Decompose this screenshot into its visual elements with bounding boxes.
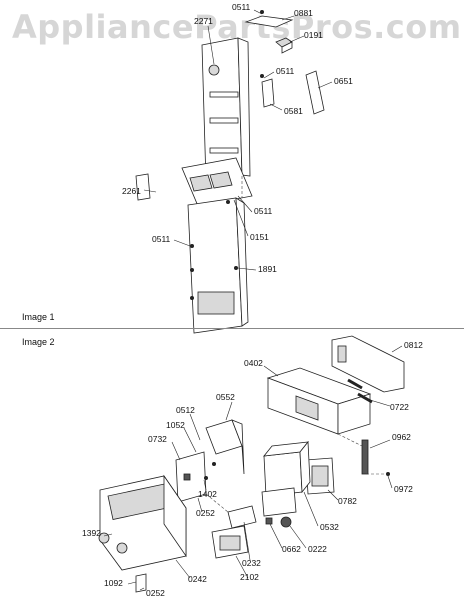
part-label: 0581 bbox=[284, 106, 303, 116]
part-label: 1092 bbox=[104, 578, 123, 588]
shelf-cell-2 bbox=[209, 171, 233, 189]
part-label: 0782 bbox=[338, 496, 357, 506]
housing-0402-side bbox=[337, 393, 371, 435]
screw bbox=[190, 244, 194, 248]
screw bbox=[190, 296, 194, 300]
knob-0252 bbox=[116, 542, 128, 554]
shelf-cell-1 bbox=[189, 174, 213, 192]
part-label: 0532 bbox=[320, 522, 339, 532]
part-label: 0552 bbox=[216, 392, 235, 402]
part-label: 1052 bbox=[166, 420, 185, 430]
screw bbox=[190, 268, 194, 272]
image1-assembly: 0511 0881 0191 2271 0511 0651 0581 2261 … bbox=[122, 2, 353, 334]
screw bbox=[204, 476, 208, 480]
frame-0552-side bbox=[231, 419, 245, 475]
part-label: 0402 bbox=[244, 358, 263, 368]
body-0532-side bbox=[299, 440, 311, 494]
screw bbox=[386, 472, 390, 476]
bracket-2261 bbox=[135, 173, 151, 201]
part-label: 0151 bbox=[250, 232, 269, 242]
part-label: 0511 bbox=[232, 2, 251, 12]
part-label: 1392 bbox=[82, 528, 101, 538]
part-label: 1891 bbox=[258, 264, 277, 274]
part-label: 2271 bbox=[194, 16, 213, 26]
image2-assembly: 0812 0402 0722 0552 0512 1052 0732 0962 … bbox=[82, 335, 423, 598]
part-label: 0232 bbox=[242, 558, 261, 568]
section-divider bbox=[0, 328, 464, 329]
image1-label: Image 1 bbox=[22, 312, 55, 322]
slot-3 bbox=[209, 147, 239, 154]
part-label: 0812 bbox=[404, 340, 423, 350]
part-label: 0222 bbox=[308, 544, 327, 554]
part-label: 1402 bbox=[198, 489, 217, 499]
screw bbox=[226, 200, 230, 204]
strip-0651 bbox=[305, 70, 325, 115]
part-label: 0191 bbox=[304, 30, 323, 40]
part-label: 0242 bbox=[188, 574, 207, 584]
screw bbox=[212, 462, 216, 466]
part-label: 0662 bbox=[282, 544, 301, 554]
part-label: 0511 bbox=[276, 66, 295, 76]
part-label: 0651 bbox=[334, 76, 353, 86]
part-label: 2102 bbox=[240, 572, 259, 582]
actuator-housing bbox=[261, 487, 297, 517]
vent-grille bbox=[197, 291, 235, 315]
panel-0782-inner bbox=[311, 465, 329, 487]
bracket-0581 bbox=[261, 78, 275, 108]
bracket-slot bbox=[337, 345, 347, 363]
part-label: 0511 bbox=[254, 206, 273, 216]
slot-1 bbox=[209, 91, 239, 98]
actuator-knob bbox=[280, 516, 292, 528]
part-label: 0252 bbox=[146, 588, 165, 598]
housing-window bbox=[295, 395, 319, 421]
small-block-side bbox=[281, 41, 293, 54]
pad-2102-inner bbox=[219, 535, 241, 551]
lever-0232 bbox=[227, 505, 257, 529]
part-label: 0511 bbox=[152, 234, 171, 244]
screw bbox=[234, 266, 238, 270]
bar-0962 bbox=[361, 439, 369, 475]
screw bbox=[260, 10, 264, 14]
back-plate-upper-side bbox=[237, 37, 251, 177]
bracket-0812 bbox=[331, 335, 405, 393]
part-label: 2261 bbox=[122, 186, 141, 196]
part-label: 0881 bbox=[294, 8, 313, 18]
part-label: 0732 bbox=[148, 434, 167, 444]
part-label: 0972 bbox=[394, 484, 413, 494]
front-panel-side bbox=[163, 474, 187, 558]
screw bbox=[260, 74, 264, 78]
clip-1092 bbox=[135, 573, 147, 593]
part-label: 0962 bbox=[392, 432, 411, 442]
part-label: 0252 bbox=[196, 508, 215, 518]
top-clip bbox=[244, 15, 294, 28]
part-label: 0512 bbox=[176, 405, 195, 415]
spring-0662 bbox=[265, 517, 273, 525]
lower-panel-side bbox=[235, 197, 249, 327]
cover-switch bbox=[183, 473, 191, 481]
part-label: 0722 bbox=[390, 402, 409, 412]
round-knob bbox=[208, 64, 220, 76]
image2-label: Image 2 bbox=[22, 337, 55, 347]
slot-2 bbox=[209, 117, 239, 124]
